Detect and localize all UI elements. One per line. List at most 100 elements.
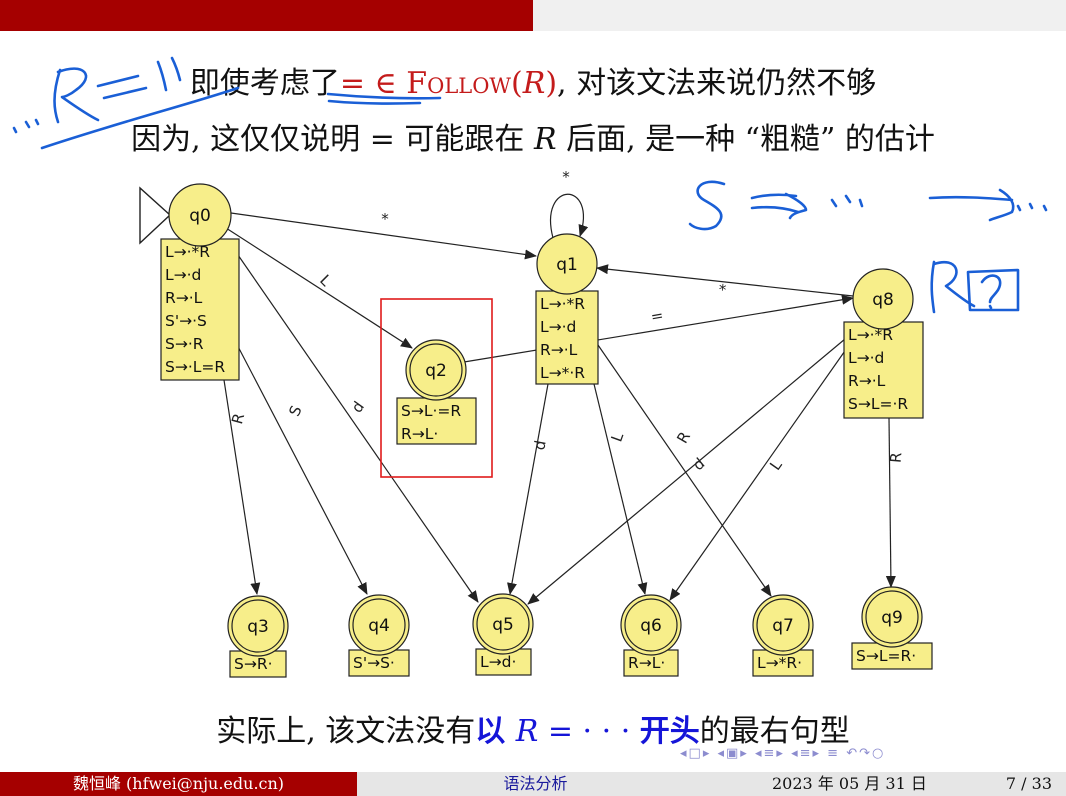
footer-date: 2023 年 05 月 31 日 [772, 774, 927, 793]
edge-q1-q6 [593, 383, 648, 595]
states-layer: q0L→·*RL→·dR→·LS'→·SS→·RS→·L=Rq1L→·*RL→·… [139, 183, 933, 678]
edge-label-q0-q4: S [285, 403, 305, 419]
ink-stroke [930, 260, 936, 314]
ink-stroke [327, 99, 422, 105]
edge-q0-q3 [223, 379, 261, 595]
lr-item: R→L· [628, 654, 665, 672]
lr-item: L→·d [165, 266, 201, 284]
nav-search-icon[interactable]: ↶↷○ [846, 746, 886, 761]
lr-item: S→·L=R [165, 358, 225, 376]
ink-stroke [750, 205, 800, 214]
nav-menu-icon[interactable]: ≡ [827, 746, 841, 761]
state-q4: q4S'→S· [348, 594, 410, 677]
state-circle [752, 594, 814, 656]
text-segment: , 对该文法来说仍然不够 [557, 66, 877, 101]
lr-item: R→·L [848, 372, 886, 390]
ink-stroke [688, 180, 726, 231]
lr-item: L→·d [540, 318, 576, 336]
edge-q8-q6 [669, 337, 855, 601]
state-label: q6 [640, 616, 662, 636]
ink-stroke [102, 86, 148, 100]
ink-stroke [784, 192, 808, 220]
ink-stroke [40, 86, 240, 150]
state-circle [472, 593, 534, 655]
ink-stroke [932, 261, 976, 308]
nav-frame-icon[interactable]: □ [688, 746, 703, 761]
ink-stroke [750, 193, 798, 200]
lr-item: S→L=R· [856, 647, 916, 665]
lr-item: S→R· [234, 655, 273, 673]
state-circle [405, 339, 467, 401]
nav-subsection-icon[interactable]: ◂▣▸ [717, 746, 749, 761]
lr-item: R→·L [165, 289, 203, 307]
ink-stroke [988, 188, 1015, 222]
edge-q0-q1 [230, 212, 537, 260]
ink-stroke [34, 118, 40, 126]
slide-line-2: 因为, 这仅仅说明 = 可能跟在 R 后面, 是一种 “粗糙” 的估计 [131, 122, 935, 157]
ink-stroke [326, 92, 442, 100]
nav-section-icon[interactable]: ◂≡▸ [791, 746, 822, 761]
nav-right-icon[interactable]: ▸ [702, 746, 712, 761]
slide-line-3: 实际上, 该文法没有以 R = · · · 开头的最右句型 [216, 714, 850, 749]
progress-fill [0, 0, 533, 31]
lr-item: L→·*R [848, 326, 893, 344]
state-accept-ring [624, 598, 678, 652]
state-q6: q6R→L· [620, 594, 682, 677]
state-label: q0 [189, 206, 211, 226]
state-circle [620, 594, 682, 656]
edge-label-q1-q6: L [607, 430, 627, 445]
state-label: q8 [872, 290, 894, 310]
edge-q0-q4 [231, 334, 368, 595]
edge-q1-q7 [597, 344, 772, 597]
edge-q0-q5 [237, 254, 479, 603]
state-q1: q1L→·*RL→·dR→·LL→*·R [535, 233, 599, 385]
nav-section-icon[interactable]: ◂≡▸ [754, 746, 785, 761]
lr-item: S→L·=R [401, 402, 461, 420]
state-label: q2 [425, 361, 447, 381]
edge-label-q1-q5: d [530, 439, 549, 452]
lr-item: L→*·R [540, 364, 585, 382]
highlight-box [380, 298, 493, 478]
lr-item: R→L· [401, 425, 438, 443]
edge-label-q8-q5: d [689, 454, 708, 474]
ink-stroke [1028, 202, 1034, 210]
state-circle [536, 233, 598, 295]
lr-item: L→·*R [165, 243, 210, 261]
lr-item: L→·d [848, 349, 884, 367]
lr-item: S'→·S [165, 312, 207, 330]
ink-stroke [928, 195, 1014, 202]
edge-label-q1-q7: R [673, 428, 694, 446]
footer-title[interactable]: 语法分析 [357, 772, 714, 796]
state-label: q4 [368, 616, 390, 636]
edge-label-q2-q8: = [649, 306, 665, 326]
edge-label-q1-q1: * [562, 168, 570, 186]
state-q9: q9S→L=R· [851, 586, 933, 670]
state-accept-ring [756, 598, 810, 652]
edge-q1-q5 [507, 383, 549, 595]
edge-q8-q9 [885, 417, 896, 588]
state-accept-ring [476, 597, 530, 651]
header-bar [0, 0, 1066, 31]
edge-label-q0-q3: R [228, 411, 248, 426]
footer-right: 2023 年 05 月 31 日 7 / 33 [714, 772, 1066, 796]
footer-bar: 魏恒峰 (hfwei@nju.edu.cn) 语法分析 2023 年 05 月 … [0, 772, 1066, 796]
lr-item: S→L=·R [848, 395, 908, 413]
edge-q8-q5 [527, 338, 846, 605]
ink-stroke [844, 194, 852, 204]
nav-left-icon[interactable]: ◂ [680, 746, 689, 761]
state-circle [168, 183, 232, 247]
ink-stroke [988, 304, 993, 310]
initial-marker [139, 186, 172, 245]
beamer-navigation[interactable]: ◂□▸ ◂▣▸ ◂≡▸ ◂≡▸ ≡ ↶↷○ [680, 746, 885, 761]
state-label: q3 [247, 617, 269, 637]
state-q8: q8L→·*R L→·dR→·L S→L=·R [843, 268, 924, 419]
state-q5: q5L→d· [472, 593, 534, 676]
ink-stroke [830, 198, 838, 208]
state-items-box [160, 238, 240, 381]
ink-stroke [24, 120, 31, 129]
state-items-box [843, 321, 924, 419]
ink-stroke [1016, 204, 1022, 212]
state-accept-ring [231, 599, 285, 653]
state-accept-ring [352, 598, 406, 652]
